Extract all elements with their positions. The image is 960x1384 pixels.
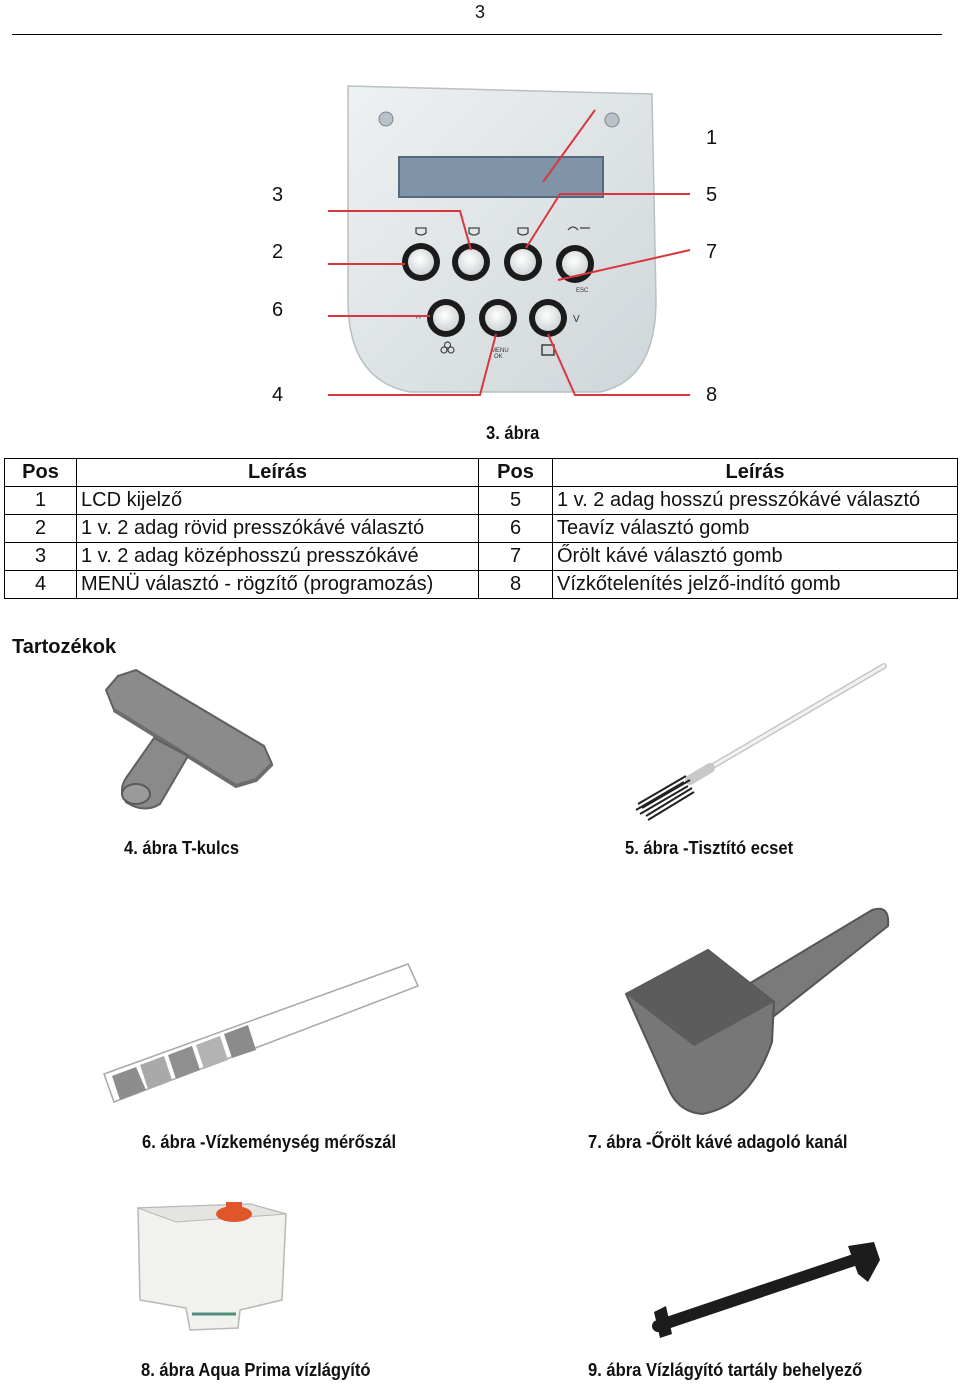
table-cell: 1 v. 2 adag hosszú presszókávé választó — [552, 486, 958, 515]
button-up — [427, 299, 465, 337]
screw-icon — [378, 111, 394, 127]
table-header: Pos — [478, 458, 553, 487]
callout-4: 4 — [272, 384, 284, 406]
table-cell: 6 — [478, 514, 553, 543]
callout-6: 6 — [272, 299, 284, 321]
figure-8-caption: 8. ábra Aqua Prima vízlágyító — [141, 1360, 371, 1380]
ground-coffee-icon — [440, 341, 455, 354]
table-cell: Vízkőtelenítés jelző-indító gomb — [552, 570, 958, 599]
table-cell: 4 — [4, 570, 77, 599]
lcd-display — [398, 156, 604, 198]
table-cell: LCD kijelző — [76, 486, 479, 515]
table-header-row: Pos Leírás Pos Leírás — [4, 458, 958, 487]
figure-5-caption: 5. ábra -Tisztító ecset — [625, 838, 794, 858]
screw-icon — [604, 112, 620, 128]
callout-1: 1 — [706, 127, 718, 149]
coffee-scoop-image — [624, 907, 890, 1116]
parts-table: Pos Leírás Pos Leírás 1 LCD kijelző 5 1 … — [4, 458, 958, 599]
button-medium-espresso — [452, 243, 490, 281]
table-header: Leírás — [76, 458, 479, 487]
table-cell: 8 — [478, 570, 553, 599]
table-cell: 1 v. 2 adag középhosszú presszókávé — [76, 542, 479, 571]
figure-7-caption: 7. ábra -Őrölt kávé adagoló kanál — [588, 1132, 848, 1152]
table-cell: Teavíz választó gomb — [552, 514, 958, 543]
table-cell: Őrölt kávé választó gomb — [552, 542, 958, 571]
button-tea-water — [556, 245, 594, 283]
table-cell: 2 — [4, 514, 77, 543]
figure-4-caption: 4. ábra T-kulcs — [124, 838, 240, 858]
figure-6-caption: 6. ábra -Vízkeménység mérőszál — [142, 1132, 397, 1152]
button-descale — [529, 299, 567, 337]
cup-icon — [415, 227, 529, 236]
figure-9-caption: 9. ábra Vízlágyító tartály behelyező — [588, 1360, 863, 1380]
figure-3-caption: 3. ábra — [486, 423, 540, 443]
table-cell: 3 — [4, 542, 77, 571]
filter-insertion-tool-image — [652, 1242, 880, 1338]
callout-5: 5 — [706, 184, 718, 206]
table-header: Pos — [4, 458, 77, 487]
button-short-espresso — [402, 243, 440, 281]
table-row: 3 1 v. 2 adag középhosszú presszókávé 7 … — [4, 542, 958, 571]
button-long-espresso — [504, 243, 542, 281]
page-number: 3 — [474, 2, 485, 22]
steam-icon — [567, 226, 590, 231]
table-cell: 1 v. 2 adag rövid presszókávé választó — [76, 514, 479, 543]
header-rule — [12, 34, 942, 35]
callout-2: 2 — [272, 241, 284, 263]
table-cell: 7 — [478, 542, 553, 571]
control-panel-figure: ESC ^ V MENU OK — [328, 85, 691, 396]
cleaning-brush-image — [635, 663, 887, 821]
esc-label: ESC — [576, 288, 589, 294]
up-label: ^ — [416, 314, 421, 325]
t-key-image — [104, 668, 274, 810]
callout-7: 7 — [706, 241, 718, 263]
callout-8: 8 — [706, 384, 718, 406]
table-cell: 1 — [4, 486, 77, 515]
table-row: 1 LCD kijelző 5 1 v. 2 adag hosszú press… — [4, 486, 958, 515]
ok-label: OK — [494, 354, 503, 360]
table-row: 2 1 v. 2 adag rövid presszókávé választó… — [4, 514, 958, 543]
table-row: 4 MENÜ választó - rögzítő (programozás) … — [4, 570, 958, 599]
down-label: V — [573, 314, 580, 325]
test-strip-image — [103, 963, 420, 1103]
panel-body — [347, 85, 657, 393]
button-menu-ok — [479, 299, 517, 337]
table-header: Leírás — [552, 458, 958, 487]
accessories-heading: Tartozékok — [12, 636, 117, 658]
callout-lines — [328, 109, 691, 396]
water-filter-image — [137, 1202, 287, 1331]
table-cell: MENÜ választó - rögzítő (programozás) — [76, 570, 479, 599]
callout-3: 3 — [272, 184, 284, 206]
table-cell: 5 — [478, 486, 553, 515]
menu-label: MENU — [491, 348, 509, 354]
